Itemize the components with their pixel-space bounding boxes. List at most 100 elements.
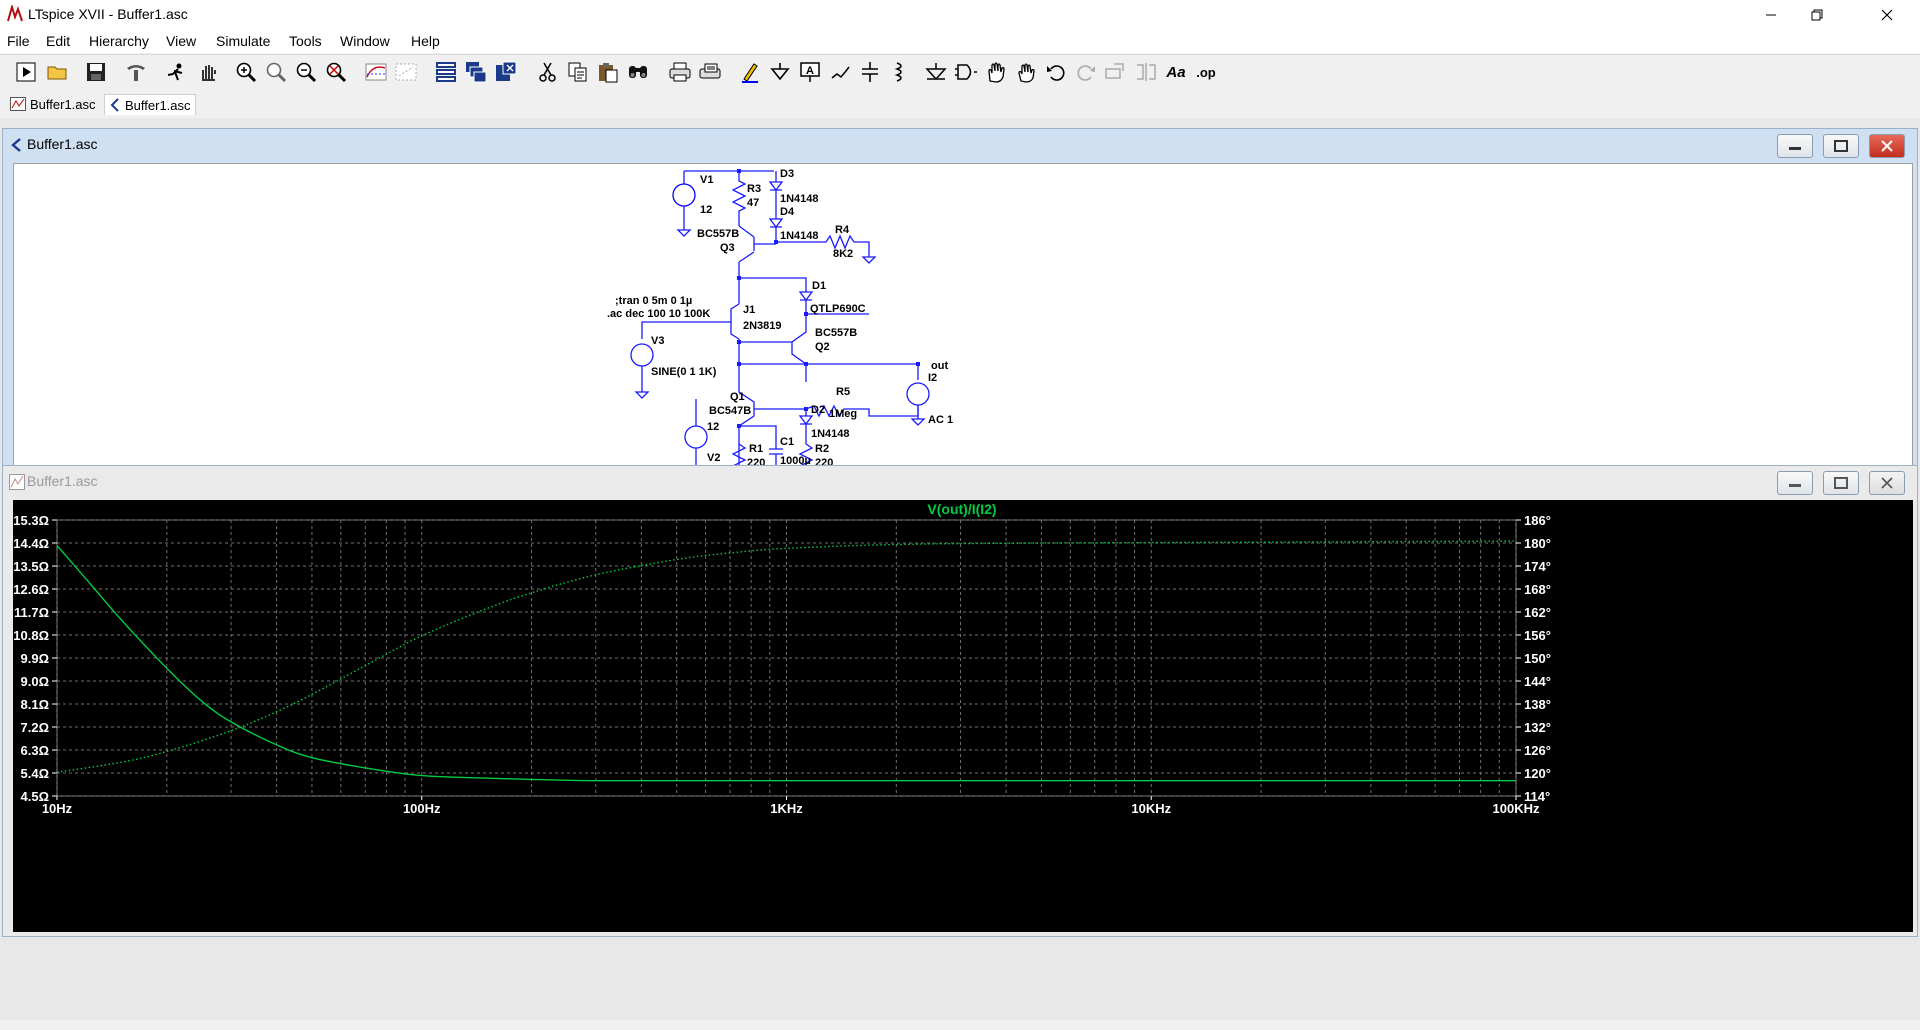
tab-schematic-buffer1[interactable]: Buffer1.asc — [104, 94, 196, 115]
schematic-maximize-button[interactable] — [1823, 134, 1859, 158]
drag-icon[interactable] — [1014, 60, 1038, 84]
maximize-icon — [1834, 140, 1848, 152]
zoom-back-icon[interactable] — [264, 60, 288, 84]
y-tick-label-left: 6.3Ω — [21, 743, 50, 758]
label-j1: J1 — [743, 304, 755, 316]
draw-wire-icon[interactable] — [738, 60, 762, 84]
trace-title[interactable]: V(out)/I(I2) — [927, 501, 996, 517]
redo-icon[interactable] — [1074, 60, 1098, 84]
restore-icon — [1811, 9, 1823, 20]
print-preview-icon[interactable] — [698, 60, 722, 84]
label-net-icon[interactable]: A — [798, 60, 822, 84]
label-c1: C1 — [780, 436, 794, 448]
move-icon[interactable] — [984, 60, 1008, 84]
menu-tools[interactable]: Tools — [289, 33, 322, 49]
schematic-drawing[interactable]: V1 12 R3 47 D3 1N4148 D4 1N4148 R4 8K2 B… — [14, 164, 1912, 486]
copy-icon[interactable] — [566, 60, 590, 84]
label-r2: R2 — [815, 443, 829, 455]
component-icon[interactable] — [954, 60, 978, 84]
ground-icon[interactable] — [768, 60, 792, 84]
label-r4-value: 8K2 — [833, 248, 853, 260]
minimize-icon — [1766, 14, 1776, 15]
label-q1-model: BC547B — [709, 405, 751, 417]
menu-file[interactable]: File — [7, 33, 30, 49]
resistor-icon[interactable] — [828, 60, 852, 84]
pan-icon[interactable] — [196, 60, 220, 84]
halt-icon[interactable] — [164, 60, 188, 84]
zoom-out-icon[interactable] — [294, 60, 318, 84]
zoom-in-icon[interactable] — [234, 60, 258, 84]
label-d1: D1 — [812, 280, 826, 292]
schematic-window-caption: Buffer1.asc — [3, 129, 1917, 161]
label-v1-value: 12 — [700, 204, 712, 216]
cascade-icon[interactable] — [464, 60, 488, 84]
grid-icon[interactable] — [394, 60, 418, 84]
tab-plot-buffer1[interactable]: Buffer1.asc — [6, 94, 100, 114]
mirror-icon[interactable] — [1134, 60, 1158, 84]
plot-maximize-button[interactable] — [1823, 471, 1859, 495]
y-tick-label-right: 126° — [1524, 743, 1551, 758]
open-icon[interactable] — [46, 60, 70, 84]
menu-hierarchy[interactable]: Hierarchy — [89, 33, 149, 49]
tile-icon[interactable] — [434, 60, 458, 84]
label-i2: I2 — [928, 372, 937, 384]
label-v3: V3 — [651, 335, 664, 347]
plot-grid — [56, 519, 1517, 797]
label-v3-value: SINE(0 1 1K) — [651, 366, 717, 378]
label-d3: D3 — [780, 168, 794, 180]
y-tick-label-left: 7.2Ω — [21, 720, 50, 735]
minimize-button[interactable] — [1748, 0, 1794, 29]
label-q3: Q3 — [720, 242, 735, 254]
minimize-icon — [1789, 484, 1801, 487]
label-v2: V2 — [707, 452, 720, 464]
capacitor-icon[interactable] — [858, 60, 882, 84]
label-r4: R4 — [835, 224, 850, 236]
plot-minimize-button[interactable] — [1777, 471, 1813, 495]
menu-bar: File Edit Hierarchy View Simulate Tools … — [0, 29, 1920, 53]
text-icon[interactable]: Aa — [1166, 63, 1186, 81]
menu-view[interactable]: View — [166, 33, 197, 49]
menu-simulate[interactable]: Simulate — [216, 33, 271, 49]
label-v1: V1 — [700, 174, 713, 186]
cut-icon[interactable] — [536, 60, 560, 84]
close-window-icon[interactable] — [494, 60, 518, 84]
diode-icon[interactable] — [924, 60, 948, 84]
label-r3: R3 — [747, 183, 761, 195]
close-button[interactable] — [1864, 0, 1910, 29]
y-tick-label-left: 9.9Ω — [21, 651, 50, 666]
inductor-icon[interactable] — [888, 60, 912, 84]
label-ac-directive: .ac dec 100 10 100K — [607, 308, 710, 320]
label-q2: Q2 — [815, 341, 830, 353]
control-panel-icon[interactable] — [124, 60, 148, 84]
document-tabs: Buffer1.asc Buffer1.asc — [0, 92, 1920, 116]
plot-window-title: Buffer1.asc — [27, 473, 98, 489]
y-tick-label-right: 174° — [1524, 559, 1551, 574]
run-icon[interactable] — [14, 60, 38, 84]
undo-icon[interactable] — [1044, 60, 1068, 84]
plot-close-button[interactable] — [1869, 471, 1905, 495]
restore-button[interactable] — [1794, 0, 1840, 29]
find-icon[interactable] — [626, 60, 650, 84]
spice-directive-icon[interactable]: .op — [1196, 64, 1216, 80]
y-tick-label-left: 12.6Ω — [13, 582, 49, 597]
save-icon[interactable] — [84, 60, 108, 84]
label-v2-value: 12 — [707, 421, 719, 433]
print-icon[interactable] — [668, 60, 692, 84]
autorange-icon[interactable] — [364, 60, 388, 84]
schematic-minimize-button[interactable] — [1777, 134, 1813, 158]
y-tick-label-left: 14.4Ω — [13, 536, 49, 551]
menu-window[interactable]: Window — [340, 33, 390, 49]
schematic-icon — [11, 138, 21, 152]
schematic-close-button[interactable] — [1869, 134, 1905, 158]
paste-icon[interactable] — [596, 60, 620, 84]
menu-help[interactable]: Help — [411, 33, 440, 49]
label-d2-value: 1N4148 — [811, 428, 850, 440]
label-r3-value: 47 — [747, 197, 759, 209]
rotate-icon[interactable] — [1104, 60, 1128, 84]
zoom-fit-icon[interactable] — [324, 60, 348, 84]
y-tick-label-right: 180° — [1524, 536, 1551, 551]
y-tick-label-left: 15.3Ω — [13, 513, 49, 528]
menu-edit[interactable]: Edit — [46, 33, 71, 49]
